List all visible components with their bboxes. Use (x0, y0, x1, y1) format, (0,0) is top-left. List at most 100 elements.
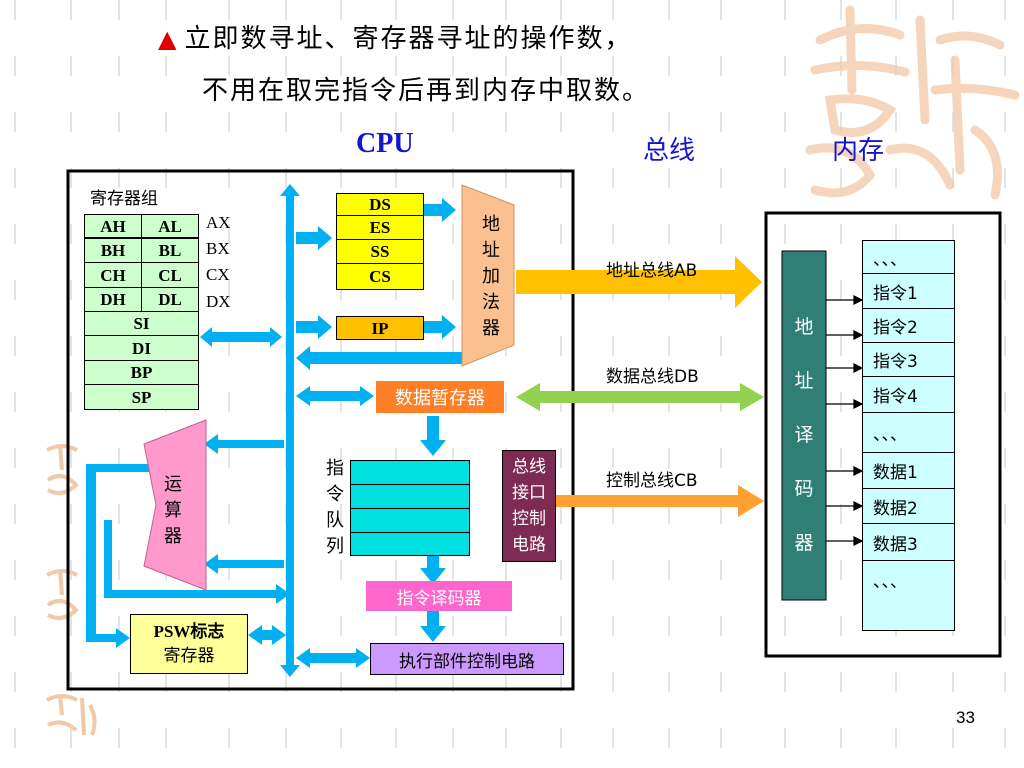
data-bus-label: 数据总线DB (606, 367, 699, 387)
bus-header: 总线 (643, 136, 696, 166)
alu-shape (143, 419, 207, 591)
psw-line: 寄存器 (163, 646, 215, 665)
reg-cl: CL (141, 262, 199, 288)
memory-decoder-label: 地 址 译 码 器 (784, 300, 824, 580)
reg-ax-label: AX (206, 213, 231, 232)
bus-interface-line: 电路 (512, 535, 546, 555)
memory-cell: 指令2 (862, 308, 955, 343)
adder-char: 器 (482, 318, 500, 339)
psw-loop-arrow (86, 464, 152, 648)
reg-bp: BP (84, 360, 199, 385)
watermark-logo (805, 5, 1020, 200)
memory-cell: 指令1 (862, 273, 955, 309)
alu-char: 算 (164, 500, 182, 521)
queue-slot (351, 461, 469, 485)
reg-es: ES (336, 215, 424, 240)
reg-si: SI (84, 311, 199, 336)
bus-interface-line: 控制 (512, 509, 546, 529)
bus-to-alu-upper-arrow (204, 434, 284, 454)
psw-bus-arrow (248, 625, 286, 645)
reg-bx-label: BX (206, 239, 230, 258)
bus-to-segregs-arrow (296, 226, 332, 250)
instruction-queue-label: 指 令 队 列 (322, 456, 348, 560)
adder-char: 地 (482, 214, 500, 235)
mem-decoder-char: 器 (794, 532, 814, 554)
memory-cell: 数据1 (862, 452, 955, 489)
address-adder-shape (461, 184, 515, 367)
segregs-to-adder-arrow (422, 198, 456, 222)
queue-to-decoder-arrow (420, 556, 446, 584)
databuffer-to-queue-arrow (420, 416, 446, 456)
reg-di: DI (84, 335, 199, 361)
alu-char: 运 (164, 474, 182, 495)
reg-dl: DL (141, 287, 199, 312)
reg-ss: SS (336, 239, 424, 264)
memory-cell: 、、、 (862, 412, 955, 453)
reg-bh: BH (84, 238, 142, 263)
adder-char: 址 (482, 240, 500, 261)
title-line-2: 不用在取完指令后再到内存中取数。 (202, 76, 651, 106)
adder-to-bus-arrow (296, 346, 464, 370)
instruction-queue (350, 460, 470, 556)
mem-decoder-char: 译 (794, 424, 814, 446)
reg-al: AL (141, 214, 199, 238)
memory-cell: 数据2 (862, 488, 955, 524)
reg-bl: BL (141, 238, 199, 263)
cpu-header: CPU (356, 128, 414, 159)
adder-char: 法 (482, 292, 500, 313)
page-number: 33 (956, 708, 975, 727)
memory-cell: 数据3 (862, 523, 955, 561)
queue-char: 令 (326, 484, 344, 505)
control-bus-label: 控制总线CB (606, 471, 698, 491)
regs-bus-arrow (200, 327, 282, 347)
title-line-1: ▲立即数寻址、寄存器寻址的操作数， (158, 18, 632, 55)
psw-line: PSW标志 (153, 622, 225, 641)
queue-slot (351, 485, 469, 509)
reg-ch: CH (84, 262, 142, 288)
address-bus-label: 地址总线AB (606, 261, 698, 281)
bus-interface-line: 总线 (512, 457, 546, 477)
bus-exec-arrow (296, 648, 370, 668)
instruction-decoder: 指令译码器 (366, 581, 512, 611)
psw-register: PSW标志 寄存器 (130, 614, 248, 674)
decoder-to-exec-arrow (420, 610, 446, 642)
reg-ds: DS (336, 193, 424, 216)
title-text-1: 立即数寻址、寄存器寻址的操作数， (184, 24, 633, 54)
memory-frame (764, 211, 1002, 658)
reg-ah: AH (84, 214, 142, 238)
small-watermark-icon (46, 569, 79, 621)
queue-char: 队 (326, 510, 344, 531)
reg-dx-label: DX (206, 292, 231, 311)
small-watermark-icon (46, 444, 79, 496)
queue-slot (351, 533, 469, 556)
data-bus-arrow (516, 383, 764, 411)
memory-header: 内存 (832, 136, 885, 166)
reg-sp: SP (84, 384, 199, 410)
queue-char: 指 (326, 458, 344, 479)
reg-dh: DH (84, 287, 142, 312)
small-watermark-icon (46, 694, 97, 736)
ip-to-adder-arrow (422, 315, 456, 339)
reg-cx-label: CX (206, 265, 230, 284)
alu-char: 器 (164, 526, 182, 547)
cpu-frame (66, 169, 575, 691)
register-group-label: 寄存器组 (90, 189, 158, 209)
adder-char: 加 (482, 266, 500, 287)
control-bus-arrow (516, 485, 764, 517)
internal-bus-vertical (280, 184, 300, 677)
memory-cell: 、、、 (862, 240, 955, 274)
memory-cell: 指令3 (862, 342, 955, 377)
bus-to-ip-arrow (296, 315, 332, 339)
memory-decoder-bar (781, 250, 827, 601)
address-bus-arrow (516, 256, 762, 308)
alu-label: 运 算 器 (158, 466, 188, 556)
reg-cs: CS (336, 263, 424, 290)
mem-decoder-char: 地 (794, 316, 814, 338)
memory-cell: 、、、 (862, 560, 955, 631)
bus-interface-control: 总线 接口 控制 电路 (502, 450, 556, 562)
data-buffer-register: 数据暂存器 (376, 381, 504, 413)
queue-char: 列 (326, 536, 344, 557)
bus-interface-line: 接口 (512, 483, 546, 503)
exec-control-circuit: 执行部件控制电路 (370, 643, 564, 675)
